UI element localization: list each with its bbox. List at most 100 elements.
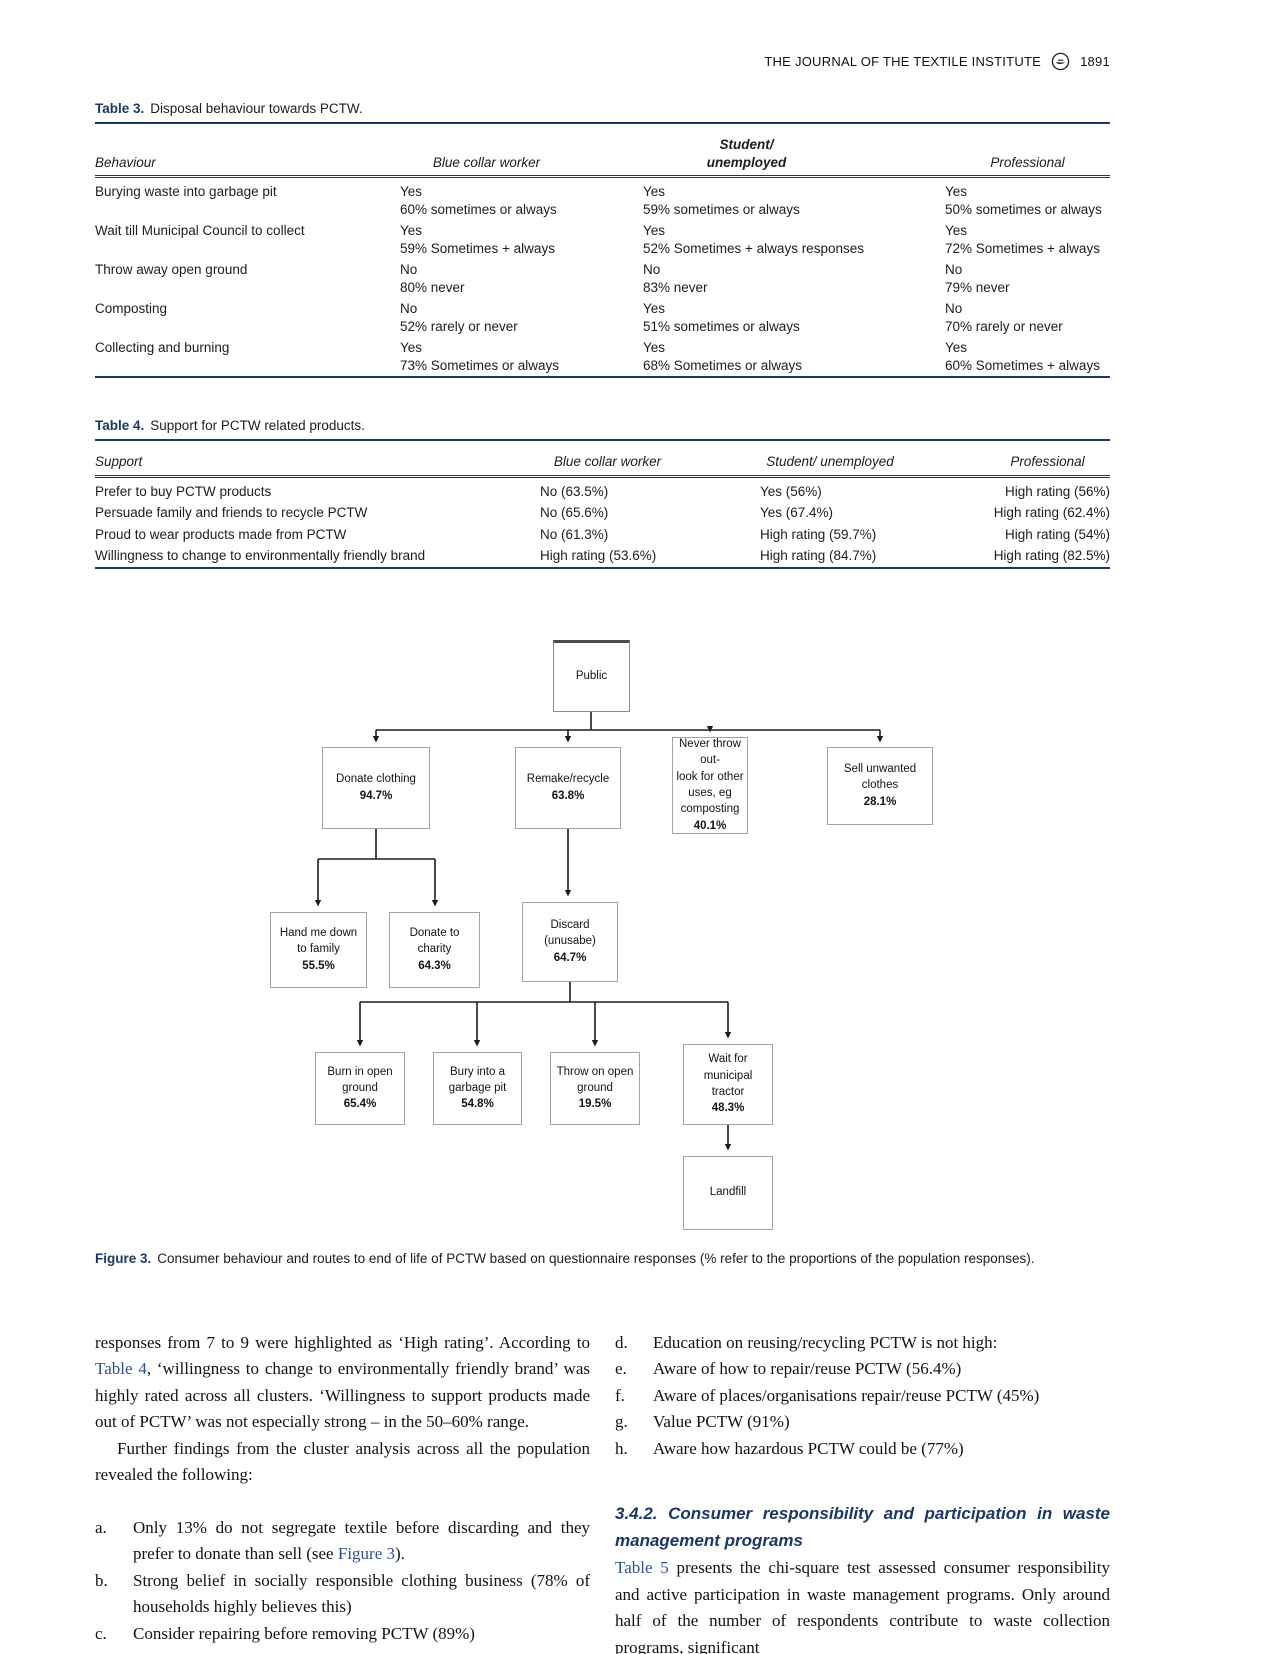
col-professional: Professional <box>945 123 1110 178</box>
table-row: Wait till Municipal Council to collect Y… <box>95 220 1110 259</box>
table-5-link[interactable]: Table 5 <box>615 1558 669 1577</box>
figure-3-flowchart: Public Donate clothing 94.7% Remake/recy… <box>95 607 1110 1235</box>
node-percent: 40.1% <box>693 819 727 832</box>
list-text: Aware of places/organisations repair/reu… <box>653 1385 1040 1405</box>
cell-line: 70% rarely or never <box>945 318 1063 334</box>
node-label: Never throw out- look for other uses, eg… <box>676 738 744 816</box>
blue-collar-cell: No (65.6%) <box>540 505 609 520</box>
running-header: THE JOURNAL OF THE TEXTILE INSTITUTE 189… <box>95 0 1110 71</box>
cell-line: No <box>945 301 963 316</box>
node-percent: 55.5% <box>302 959 335 972</box>
node-label: Donate clothing <box>336 773 416 786</box>
paragraph-text: , ‘willingness to change to environmenta… <box>95 1359 590 1431</box>
list-item-b: b. Strong belief in socially responsible… <box>95 1568 590 1621</box>
list-item-h: h. Aware how hazardous PCTW could be (77… <box>615 1436 1110 1463</box>
cell-line: 68% Sometimes or always <box>643 357 803 373</box>
professional-cell: High rating (82.5%) <box>993 548 1110 563</box>
node-label: Discard (unusabe) <box>544 919 596 948</box>
list-marker: b. <box>95 1570 108 1590</box>
node-label: Sell unwanted clothes <box>843 763 917 792</box>
cell-line: Yes <box>643 301 666 316</box>
header-row: Support Blue collar worker Student/ unem… <box>95 440 1110 478</box>
cell-line: Yes <box>945 340 968 355</box>
blue-collar-cell: No (63.5%) <box>540 483 609 499</box>
support-cell: Persuade family and friends to recycle P… <box>95 505 368 520</box>
table-3-title: Disposal behaviour towards PCTW. <box>150 101 363 116</box>
table-4-label: Table 4. <box>95 418 145 433</box>
student-cell: Yes 59% sometimes or always <box>643 177 945 221</box>
node-percent: 64.3% <box>418 959 451 972</box>
student-cell: High rating (59.7%) <box>760 526 877 542</box>
col-blue-collar: Blue collar worker <box>400 123 643 178</box>
table-3-label: Table 3. <box>95 101 145 116</box>
table-3: Behaviour Blue collar worker Student/ un… <box>95 122 1110 378</box>
list-marker: f. <box>615 1385 625 1405</box>
left-column: responses from 7 to 9 were highlighted a… <box>95 1330 590 1654</box>
node-discard-unusable: Discard (unusabe) 64.7% <box>522 901 618 982</box>
cell-line: No <box>400 262 418 277</box>
cell-line: 59% sometimes or always <box>643 201 800 217</box>
list-text: Aware of how to repair/reuse PCTW (56.4%… <box>653 1359 962 1378</box>
list-text: Value PCTW (91%) <box>653 1412 790 1431</box>
support-cell: Proud to wear products made from PCTW <box>95 526 347 542</box>
header-row: Behaviour Blue collar worker Student/ un… <box>95 123 1110 178</box>
student-cell: Yes 51% sometimes or always <box>643 298 945 337</box>
node-label: Wait for municipal tractor <box>703 1053 753 1098</box>
node-label: Hand me down to family <box>279 927 358 956</box>
cell-line: 60% Sometimes + always <box>945 357 1100 373</box>
list-text-part: Only 13% do not segregate textile before… <box>133 1517 590 1564</box>
list-item-a: a. Only 13% do not segregate textile bef… <box>95 1515 590 1568</box>
figure-3-caption: Figure 3.Consumer behaviour and routes t… <box>95 1251 1110 1266</box>
node-label: Burn in open ground <box>327 1065 393 1094</box>
header-line: unemployed <box>706 154 787 170</box>
node-sell-unwanted-clothes: Sell unwanted clothes 28.1% <box>827 746 933 825</box>
cell-line: 59% Sometimes + always <box>400 240 555 256</box>
node-percent: 28.1% <box>863 795 897 808</box>
paragraph: Table 5 presents the chi-square test ass… <box>615 1555 1110 1654</box>
node-public: Public <box>553 639 630 712</box>
cell-line: Yes <box>400 184 423 199</box>
page-number: 1891 <box>1080 54 1110 69</box>
list-marker: g. <box>615 1412 628 1431</box>
node-percent: 19.5% <box>578 1098 612 1111</box>
node-wait-municipal-tractor: Wait for municipal tractor 48.3% <box>683 1043 773 1125</box>
cell-line: Yes <box>945 223 968 238</box>
list-marker: h. <box>615 1438 628 1458</box>
cell-line: 83% never <box>643 279 708 295</box>
cell-line: 51% sometimes or always <box>643 318 800 334</box>
figure-3-link[interactable]: Figure 3 <box>337 1544 395 1563</box>
node-label: Remake/recycle <box>526 773 610 786</box>
blue-collar-cell: High rating (53.6%) <box>540 548 657 563</box>
list-text: Education on reusing/recycling PCTW is n… <box>653 1332 998 1352</box>
support-cell: Willingness to change to environmentally… <box>95 548 426 563</box>
node-remake-recycle: Remake/recycle 63.8% <box>515 746 621 829</box>
col-professional: Professional <box>960 440 1110 478</box>
list-text-part: ). <box>395 1544 405 1563</box>
cell-line: Yes <box>643 223 666 238</box>
header-line: Student/ <box>719 137 774 152</box>
findings-list: a. Only 13% do not segregate textile bef… <box>95 1515 590 1648</box>
journal-logo-icon <box>1051 52 1070 71</box>
professional-cell: No 70% rarely or never <box>945 298 1110 337</box>
behaviour-cell: Throw away open ground <box>95 262 248 277</box>
journal-title: THE JOURNAL OF THE TEXTILE INSTITUTE <box>764 54 1042 69</box>
cell-line: Yes <box>643 184 666 199</box>
professional-cell: High rating (62.4%) <box>993 505 1110 520</box>
node-landfill: Landfill <box>683 1155 773 1230</box>
cell-line: 73% Sometimes or always <box>400 357 560 373</box>
figure-3-label: Figure 3. <box>95 1250 152 1266</box>
node-donate-to-charity: Donate to charity 64.3% <box>389 911 480 988</box>
table-4-link[interactable]: Table 4 <box>95 1359 147 1378</box>
section-heading-3-4-2: 3.4.2. Consumer responsibility and parti… <box>615 1504 1110 1550</box>
cell-line: 50% sometimes or always <box>945 201 1102 217</box>
node-never-throw-out: Never throw out- look for other uses, eg… <box>672 736 748 834</box>
cell-line: 80% never <box>400 279 465 295</box>
node-percent: 65.4% <box>343 1098 377 1111</box>
node-label: Landfill <box>709 1186 747 1199</box>
